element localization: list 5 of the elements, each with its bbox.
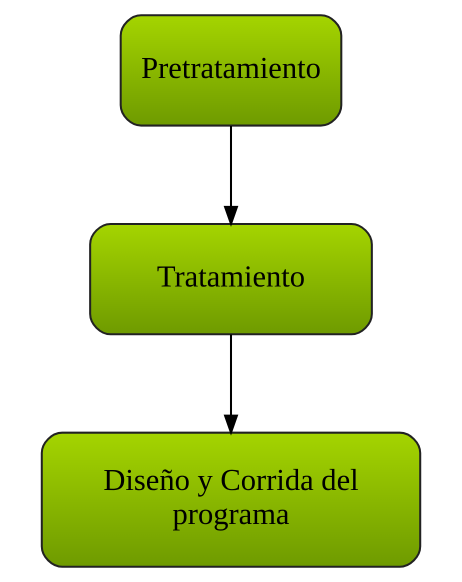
arrow — [224, 334, 238, 436]
arrow — [224, 126, 238, 227]
node-box: Tratamiento — [89, 222, 373, 336]
node-box: Diseño y Corrida del programa — [40, 432, 422, 568]
node-box: Pretratamiento — [120, 14, 342, 127]
